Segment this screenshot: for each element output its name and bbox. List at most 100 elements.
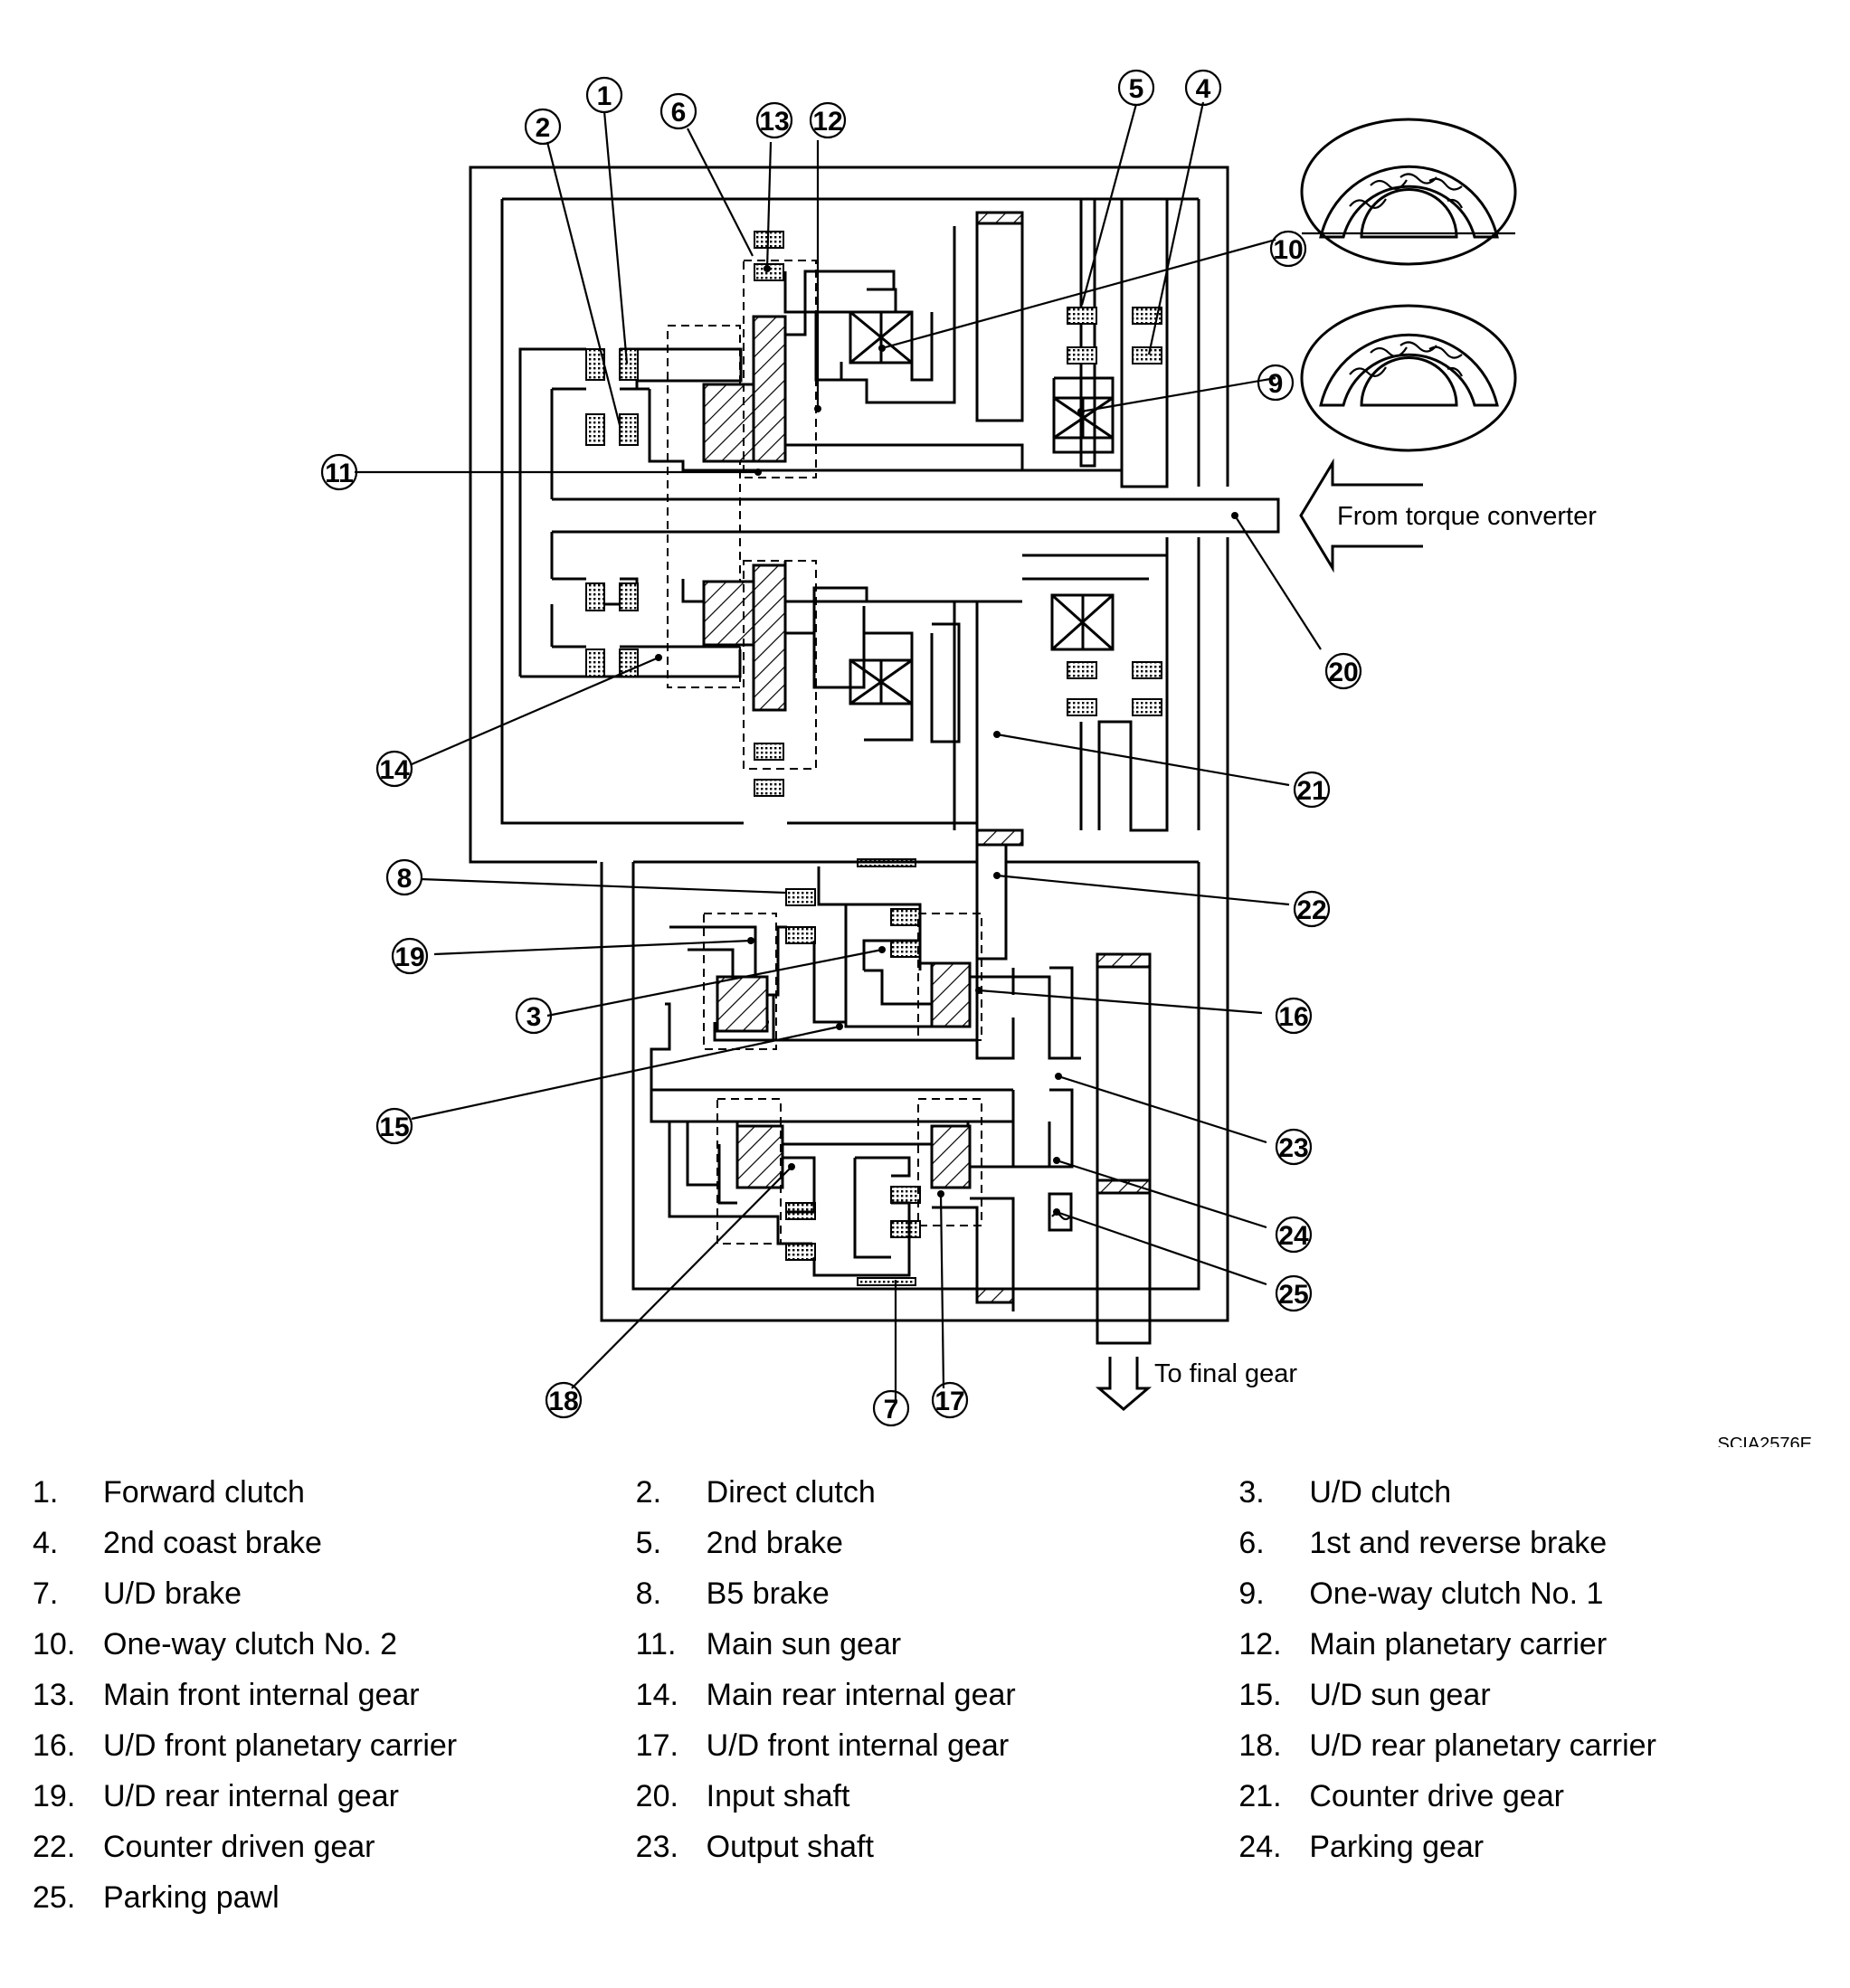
output-label: To final gear	[1154, 1359, 1297, 1388]
svg-text:22: 22	[1296, 895, 1326, 925]
legend-label: Counter drive gear	[1309, 1779, 1564, 1813]
legend-item: 22. Counter driven gear	[33, 1829, 636, 1865]
underdrive-planetary	[650, 845, 1081, 1311]
input-shaft	[550, 389, 1280, 579]
legend-row: 1. Forward clutch 2. Direct clutch 3.U/D c…	[33, 1467, 1842, 1518]
callout-15: 15	[375, 1107, 413, 1145]
callout-9: 9	[1257, 364, 1295, 402]
legend-label: One-way clutch No. 1	[1309, 1576, 1604, 1611]
legend-number: 1.	[33, 1475, 59, 1510]
legend-number: 13.	[33, 1678, 76, 1712]
legend-number: 23.	[635, 1830, 678, 1864]
main-case	[469, 166, 1229, 864]
legend-label: Main rear internal gear	[706, 1678, 1016, 1712]
svg-text:20: 20	[1328, 658, 1358, 687]
legend-number: 14.	[635, 1678, 678, 1712]
callout-17: 17	[931, 1381, 969, 1419]
svg-text:24: 24	[1278, 1221, 1309, 1251]
legend-item: 1. Forward clutch	[33, 1474, 636, 1510]
right-brake-group	[1022, 376, 1169, 651]
legend-item: 9. One-way clutch No. 1	[1238, 1576, 1842, 1612]
svg-text:15: 15	[379, 1112, 409, 1142]
input-label: From torque converter	[1337, 502, 1597, 531]
legend-item: 7.U/D brake	[33, 1576, 636, 1612]
legend-item: 8.B5 brake	[636, 1576, 1239, 1612]
legend-label: Input shaft	[706, 1779, 850, 1813]
svg-text:8: 8	[397, 864, 413, 894]
legend-label: Forward clutch	[103, 1475, 305, 1510]
legend-label: 2nd coast brake	[103, 1526, 322, 1560]
underdrive-case	[600, 860, 1229, 1345]
legend-row: 4.2nd coast brake 5.2nd brake 6.1st and …	[33, 1518, 1842, 1568]
legend-number: 2.	[635, 1475, 662, 1510]
legend-item: 15. U/D sun gear	[1238, 1677, 1842, 1713]
callout-23: 23	[1275, 1128, 1313, 1166]
svg-text:19: 19	[394, 942, 424, 972]
legend-row: 25.Parking pawl	[33, 1872, 1842, 1923]
callout-3: 3	[515, 997, 553, 1035]
legend-label: Main front internal gear	[103, 1678, 420, 1712]
legend-label: Main sun gear	[706, 1627, 902, 1661]
leader-dots	[655, 265, 1238, 1216]
svg-text:10: 10	[1273, 235, 1303, 265]
legend-number: 7.	[33, 1576, 59, 1611]
legend-number: 12.	[1238, 1627, 1282, 1661]
svg-text:4: 4	[1196, 74, 1211, 104]
svg-text:23: 23	[1278, 1133, 1308, 1163]
legend-item: 2. Direct clutch	[636, 1474, 1239, 1510]
legend-label: U/D front internal gear	[706, 1728, 1010, 1763]
svg-text:7: 7	[884, 1395, 899, 1425]
callout-10: 10	[1269, 230, 1307, 268]
callout-25: 25	[1275, 1274, 1313, 1312]
svg-text:1: 1	[597, 81, 612, 111]
one-way-clutch-no1-inset	[1300, 304, 1517, 452]
legend-row: 7.U/D brake 8.B5 brake 9. One-way clutch …	[33, 1568, 1842, 1619]
legend-label: Counter driven gear	[103, 1830, 375, 1864]
legend-label: 1st and reverse brake	[1309, 1526, 1608, 1560]
legend-item: 10.One-way clutch No. 2	[33, 1626, 636, 1662]
legend-item: 21.Counter drive gear	[1238, 1778, 1842, 1814]
legend-item: 25.Parking pawl	[33, 1879, 640, 1916]
legend-number: 16.	[33, 1728, 76, 1763]
callout-6: 6	[659, 92, 697, 130]
legend-item: 13. Main front internal gear	[33, 1677, 636, 1713]
legend-number: 25.	[33, 1880, 76, 1915]
legend-number: 15.	[1238, 1678, 1282, 1712]
legend-number: 20.	[635, 1779, 678, 1813]
legend-number: 24.	[1238, 1830, 1282, 1864]
legend-item: 16. U/D front planetary carrier	[33, 1728, 636, 1764]
legend-number: 11.	[635, 1627, 677, 1661]
legend-item: 3.U/D clutch	[1238, 1474, 1842, 1510]
legend-label: U/D sun gear	[1309, 1678, 1491, 1712]
legend-number: 9.	[1238, 1576, 1265, 1611]
callout-11: 11	[320, 453, 358, 491]
legend-number: 3.	[1238, 1475, 1265, 1510]
legend-number: 17.	[635, 1728, 678, 1763]
legend-number: 19.	[33, 1779, 76, 1813]
svg-text:12: 12	[812, 107, 842, 137]
legend-number: 8.	[635, 1576, 662, 1611]
callout-8: 8	[385, 858, 423, 896]
legend-label: U/D front planetary carrier	[103, 1728, 458, 1763]
legend-number: 5.	[635, 1526, 662, 1560]
legend-number: 18.	[1238, 1728, 1282, 1763]
callout-1: 1	[585, 76, 623, 114]
legend-label: Direct clutch	[706, 1475, 876, 1510]
legend-row: 10.One-way clutch No. 2 11. Main sun gear…	[33, 1619, 1842, 1670]
legend-item: 12.Main planetary carrier	[1238, 1626, 1842, 1662]
legend-item: 24.Parking gear	[1238, 1829, 1842, 1865]
svg-text:17: 17	[934, 1387, 964, 1416]
svg-text:25: 25	[1278, 1280, 1308, 1310]
svg-text:13: 13	[759, 107, 789, 137]
legend-number: 22.	[33, 1830, 76, 1864]
svg-text:9: 9	[1268, 369, 1284, 399]
legend-item: 4.2nd coast brake	[33, 1525, 636, 1561]
parts-legend: 1. Forward clutch 2. Direct clutch 3.U/D c…	[33, 1467, 1842, 1923]
transmission-schematic: From torque converter To final gear	[320, 69, 1812, 1447]
svg-text:18: 18	[548, 1387, 578, 1416]
callout-12: 12	[809, 101, 847, 139]
callout-7: 7	[872, 1389, 910, 1427]
legend-row: 16. U/D front planetary carrier 17. U/D fr…	[33, 1720, 1842, 1771]
input-arrow	[1299, 458, 1423, 573]
callout-21: 21	[1293, 771, 1331, 809]
